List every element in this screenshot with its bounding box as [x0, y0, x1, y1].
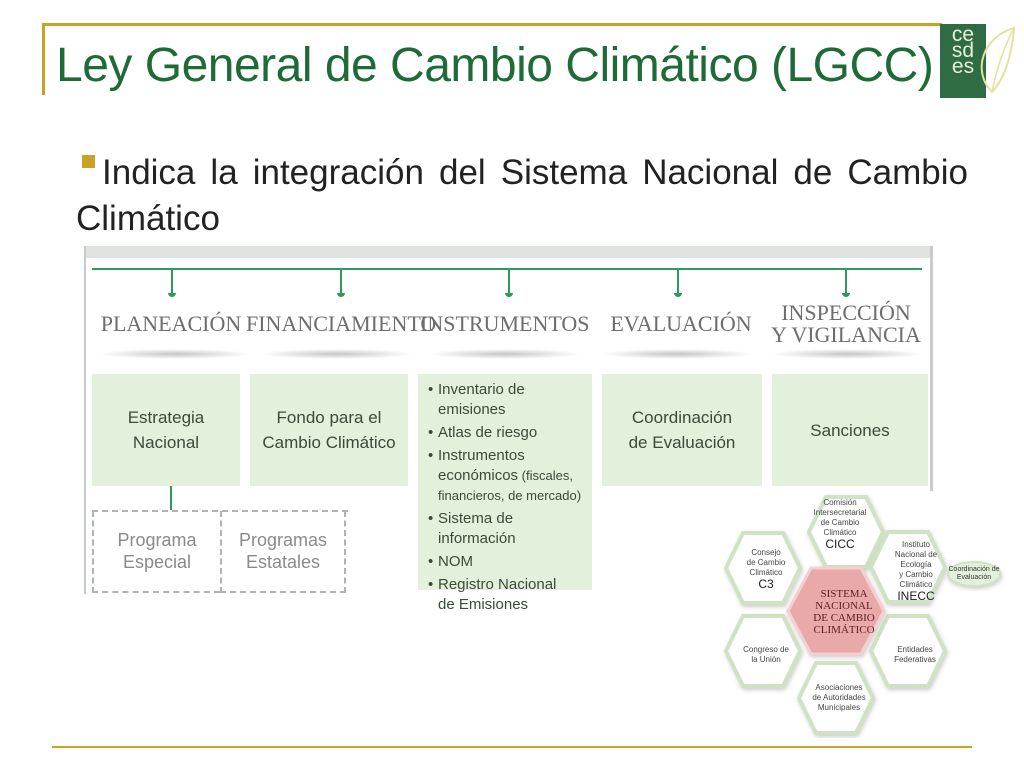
- hex-cicc-acronym: CICC: [825, 537, 855, 551]
- slide-title: Ley General de Cambio Climático (LGCC): [56, 39, 934, 92]
- hexagon-diagram: [723, 495, 1001, 735]
- category-financiamiento: FINANCIAMIENTO: [246, 311, 437, 336]
- box-planeacion: Estrategia Nacional: [92, 374, 240, 486]
- list-item: •Registro Nacional de Emisiones: [428, 576, 557, 613]
- box-financiamiento-text: Fondo para el Cambio Climático: [262, 408, 396, 452]
- title-frame-top: [42, 23, 942, 26]
- category-evaluacion: EVALUACIÓN: [610, 311, 752, 336]
- tree-tick-planeacion: [168, 269, 176, 297]
- panel-left-line: [84, 246, 86, 594]
- shadow-financiamiento: [262, 349, 412, 359]
- tree-tick-instrumentos: [505, 269, 513, 297]
- box-evaluacion-text: Coordinación de Evaluación: [628, 408, 736, 452]
- hex-asociaciones: [796, 661, 876, 735]
- box-programa-especial: Programa Especial: [92, 511, 220, 593]
- coord-pill-label: Coordinación de Evaluación: [948, 566, 1000, 581]
- tree-tick-evaluacion: [674, 269, 682, 297]
- shadow-planeacion: [100, 349, 250, 359]
- hex-congreso-label: Congreso de la Unión: [743, 645, 789, 664]
- list-item: •Inventario de emisiones: [428, 381, 525, 418]
- cesdes-logo: cesdes: [940, 24, 986, 98]
- hex-cicc-label: Comisión Intersecretarial de Cambio Clim…: [805, 498, 875, 551]
- shadow-inspeccion: [772, 349, 922, 359]
- box-financiamiento: Fondo para el Cambio Climático: [250, 374, 408, 486]
- shadow-evaluacion: [602, 349, 752, 359]
- footer-line: [52, 746, 972, 748]
- hex-center-label: SISTEMA NACIONAL DE CAMBIO CLIMÁTICO: [813, 588, 875, 636]
- tree-tick-financiamiento: [337, 269, 345, 297]
- title-frame-left: [42, 23, 45, 95]
- tree-connector-bar: [92, 268, 922, 270]
- box-evaluacion: Coordinación de Evaluación: [602, 374, 762, 486]
- leaf-icon: [980, 26, 1016, 94]
- tree-tick-inspeccion: [842, 269, 850, 297]
- hex-asociaciones-label: Asociaciones de Autoridades Municipales: [812, 683, 866, 712]
- hex-c3-acronym: C3: [758, 577, 774, 591]
- hex-entidades-label: Entidades Federativas: [894, 645, 936, 664]
- box-inspeccion-text: Sanciones: [810, 420, 890, 440]
- hex-center: [786, 566, 886, 656]
- list-item: •NOM: [428, 553, 473, 570]
- bullet-square: [82, 155, 95, 168]
- hex-c3: [723, 531, 803, 605]
- category-inspeccion: INSPECCIÓN Y VIGILANCIA: [771, 300, 921, 347]
- hex-entidades: [868, 614, 948, 688]
- panel-right-line: [930, 246, 933, 491]
- sub-connector: [170, 486, 172, 510]
- logo-text: cesdes: [951, 24, 975, 78]
- hex-inecc-label: Instituto Nacional de Ecología y Cambio …: [881, 540, 951, 603]
- hex-congreso: [723, 614, 803, 688]
- box-instrumentos: •Inventario de emisiones •Atlas de riesg…: [418, 374, 592, 613]
- category-instrumentos: INSTRUMENTOS: [420, 311, 590, 336]
- bullet-text: Indica la integración del Sistema Nacion…: [76, 153, 968, 238]
- panel-top-bar: [86, 246, 932, 258]
- shadow-instrumentos: [430, 349, 580, 359]
- hex-inecc: [868, 530, 948, 604]
- box-programas-estatales: Programas Estatales: [220, 511, 346, 593]
- list-item: •Instrumentos económicos (fiscales, fina…: [428, 447, 582, 503]
- coord-pill-shape: [947, 561, 1001, 587]
- box-inspeccion: Sanciones: [772, 374, 928, 486]
- list-item: •Sistema de información: [428, 510, 516, 547]
- category-planeacion: PLANEACIÓN: [100, 311, 242, 336]
- hex-inecc-acronym: INECC: [897, 589, 935, 603]
- box-planeacion-text: Estrategia Nacional: [127, 408, 205, 452]
- list-item: •Atlas de riesgo: [428, 424, 538, 441]
